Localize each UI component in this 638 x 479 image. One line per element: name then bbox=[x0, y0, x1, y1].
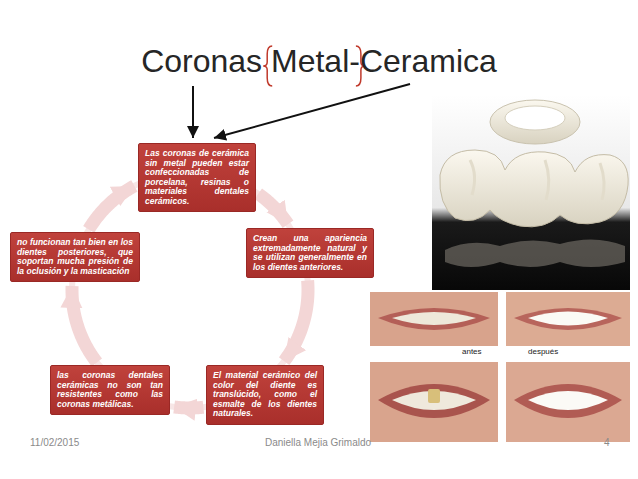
teeth-photos-part bbox=[368, 290, 632, 445]
teeth-photos-part bbox=[428, 389, 440, 403]
teeth-photos-part bbox=[506, 292, 630, 346]
cycle-box: las coronas dentales cerámicas no son ta… bbox=[50, 365, 170, 415]
box-text: no funcionan tan bien en los dientes pos… bbox=[17, 238, 133, 276]
photo-caption: después bbox=[528, 347, 558, 356]
cycle-arrow bbox=[258, 194, 288, 224]
teeth-photos-part bbox=[392, 312, 476, 325]
cycle-arrow bbox=[174, 407, 203, 408]
crowns-photo-part bbox=[440, 150, 628, 227]
crowns-photo-part bbox=[432, 95, 630, 300]
teeth-photos-part bbox=[378, 384, 490, 418]
cycle-arrow bbox=[72, 286, 97, 363]
crowns-photo-part bbox=[470, 160, 475, 195]
cycle-box: Crean una apariencia extremadamente natu… bbox=[246, 228, 374, 278]
pointer-arrows-part bbox=[192, 86, 194, 138]
teeth-photos-part bbox=[506, 362, 630, 442]
teeth-photos bbox=[368, 290, 632, 445]
cycle-box: El material cerámico del color del dient… bbox=[206, 365, 324, 425]
photo-caption: antes bbox=[462, 347, 482, 356]
slide-number: 4 bbox=[604, 437, 610, 448]
footer-date: 11/02/2015 bbox=[30, 437, 79, 448]
teeth-photos-part bbox=[370, 292, 498, 346]
box-text: Crean una apariencia extremadamente natu… bbox=[253, 234, 367, 272]
pointer-arrows-part bbox=[214, 84, 410, 138]
cycle-arrow bbox=[284, 281, 308, 362]
cycle-box: no funcionan tan bien en los dientes pos… bbox=[10, 232, 140, 282]
crowns-photo-part bbox=[505, 106, 565, 130]
slide-title: Coronas Metal-Ceramica bbox=[141, 42, 497, 80]
teeth-photos-part bbox=[378, 308, 490, 330]
crowns-photo bbox=[432, 95, 630, 300]
pointer-arrows bbox=[193, 84, 410, 138]
box-text: las coronas dentales cerámicas no son ta… bbox=[57, 371, 163, 409]
box-text: Las coronas de cerámica sin metal pueden… bbox=[145, 149, 249, 206]
crowns-photo-part bbox=[490, 100, 580, 144]
teeth-photos-part bbox=[514, 308, 622, 330]
teeth-photos-part bbox=[514, 384, 622, 418]
crowns-photo-part bbox=[600, 163, 604, 200]
cycle-arrow bbox=[89, 186, 135, 230]
crowns-photo-part bbox=[445, 239, 625, 267]
teeth-photos-part bbox=[528, 391, 608, 410]
teeth-photos-part bbox=[370, 362, 498, 442]
cycle-box: Las coronas de cerámica sin metal pueden… bbox=[138, 143, 256, 212]
crowns-photo-part bbox=[545, 160, 549, 200]
teeth-photos-part bbox=[528, 312, 608, 326]
footer-author: Daniella Mejia Grimaldo bbox=[265, 437, 371, 448]
box-text: El material cerámico del color del dient… bbox=[213, 371, 317, 419]
